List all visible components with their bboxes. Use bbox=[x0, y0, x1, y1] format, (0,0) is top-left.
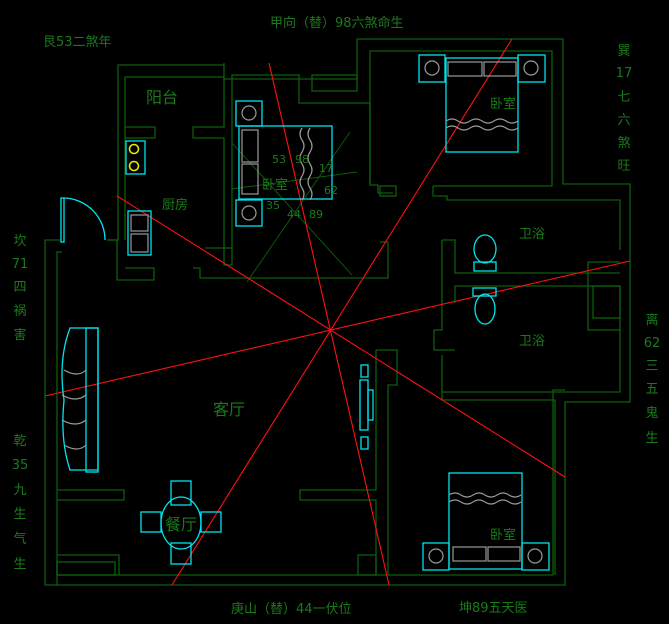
room-label-bath-bottom: 卫浴 bbox=[519, 334, 545, 349]
label-char: 旺 bbox=[617, 159, 630, 174]
label-char: 祸 bbox=[13, 304, 26, 319]
compass-axes bbox=[44, 38, 631, 586]
bed-top-right bbox=[418, 54, 546, 153]
label-char: 71 bbox=[12, 257, 29, 272]
label-char: 气 bbox=[13, 531, 26, 547]
label-char: 生 bbox=[13, 557, 26, 572]
label-char: 六 bbox=[617, 113, 630, 128]
axis-line bbox=[44, 260, 631, 397]
label-char: 35 bbox=[12, 458, 29, 473]
room-label-dining: 餐厅 bbox=[165, 515, 197, 534]
label-char: 坎 bbox=[13, 234, 26, 249]
stove bbox=[125, 140, 146, 175]
toilet-top bbox=[473, 234, 497, 272]
direction-label-left-top: 坎 71 四 祸 害 bbox=[12, 234, 29, 343]
label-char: 三 bbox=[645, 359, 658, 374]
direction-label-right-bottom: 离 62 三 五 鬼 生 bbox=[644, 312, 661, 446]
label-char: 17 bbox=[616, 66, 633, 81]
bed-bottom-right bbox=[422, 472, 550, 571]
label-char: 九 bbox=[13, 483, 26, 498]
compass-number: 17 bbox=[319, 162, 333, 175]
label-char: 害 bbox=[13, 327, 26, 343]
dining-table bbox=[140, 480, 222, 565]
tv-cabinet bbox=[359, 364, 374, 450]
direction-label-bottom-right: 坤89五天医 bbox=[459, 601, 528, 616]
label-char: 五 bbox=[645, 382, 658, 397]
label-char: 煞 bbox=[617, 136, 630, 151]
label-char: 生 bbox=[13, 507, 26, 522]
room-label-bath-top: 卫浴 bbox=[519, 227, 545, 242]
compass-number: 53 bbox=[272, 153, 286, 166]
compass-number: 62 bbox=[324, 184, 338, 197]
compass-number: 89 bbox=[309, 208, 323, 221]
direction-label-bottom: 庚山（替）44一伏位 bbox=[231, 601, 352, 617]
compass-number: 98 bbox=[295, 153, 309, 166]
direction-label-right-top: 巽 17 七 六 煞 旺 bbox=[616, 44, 633, 174]
room-label-bedroom-middle: 卧室 bbox=[262, 177, 288, 193]
direction-label-top-left: 艮53二煞年 bbox=[43, 35, 112, 50]
axis-line bbox=[116, 195, 566, 478]
room-label-bedroom-top-right: 卧室 bbox=[490, 96, 516, 112]
label-char: 62 bbox=[644, 336, 661, 351]
label-char: 鬼 bbox=[645, 405, 658, 421]
room-label-bedroom-bottom-right: 卧室 bbox=[490, 527, 516, 543]
room-label-kitchen: 厨房 bbox=[162, 197, 188, 213]
axis-line bbox=[171, 38, 513, 586]
room-label-living: 客厅 bbox=[213, 400, 245, 419]
label-char: 乾 bbox=[13, 434, 26, 449]
label-char: 七 bbox=[617, 90, 630, 105]
sofa bbox=[61, 327, 99, 473]
direction-label-left-bottom: 乾 35 九 生 气 生 bbox=[12, 434, 29, 572]
toilet-bottom bbox=[472, 287, 497, 325]
axis-line bbox=[268, 62, 390, 586]
label-char: 离 bbox=[645, 312, 658, 328]
sector-lines bbox=[230, 131, 358, 283]
label-char: 巽 bbox=[617, 44, 630, 59]
walls bbox=[44, 38, 631, 586]
room-label-balcony: 阳台 bbox=[146, 88, 178, 107]
bed-middle bbox=[235, 100, 333, 227]
direction-label-top: 甲向（替）98六煞命生 bbox=[270, 15, 404, 31]
label-char: 生 bbox=[645, 431, 658, 446]
label-char: 四 bbox=[13, 280, 26, 295]
compass-number: 44 bbox=[287, 208, 301, 221]
compass-number: 35 bbox=[266, 199, 280, 212]
sink bbox=[127, 210, 152, 256]
entry-door[interactable] bbox=[60, 197, 106, 243]
